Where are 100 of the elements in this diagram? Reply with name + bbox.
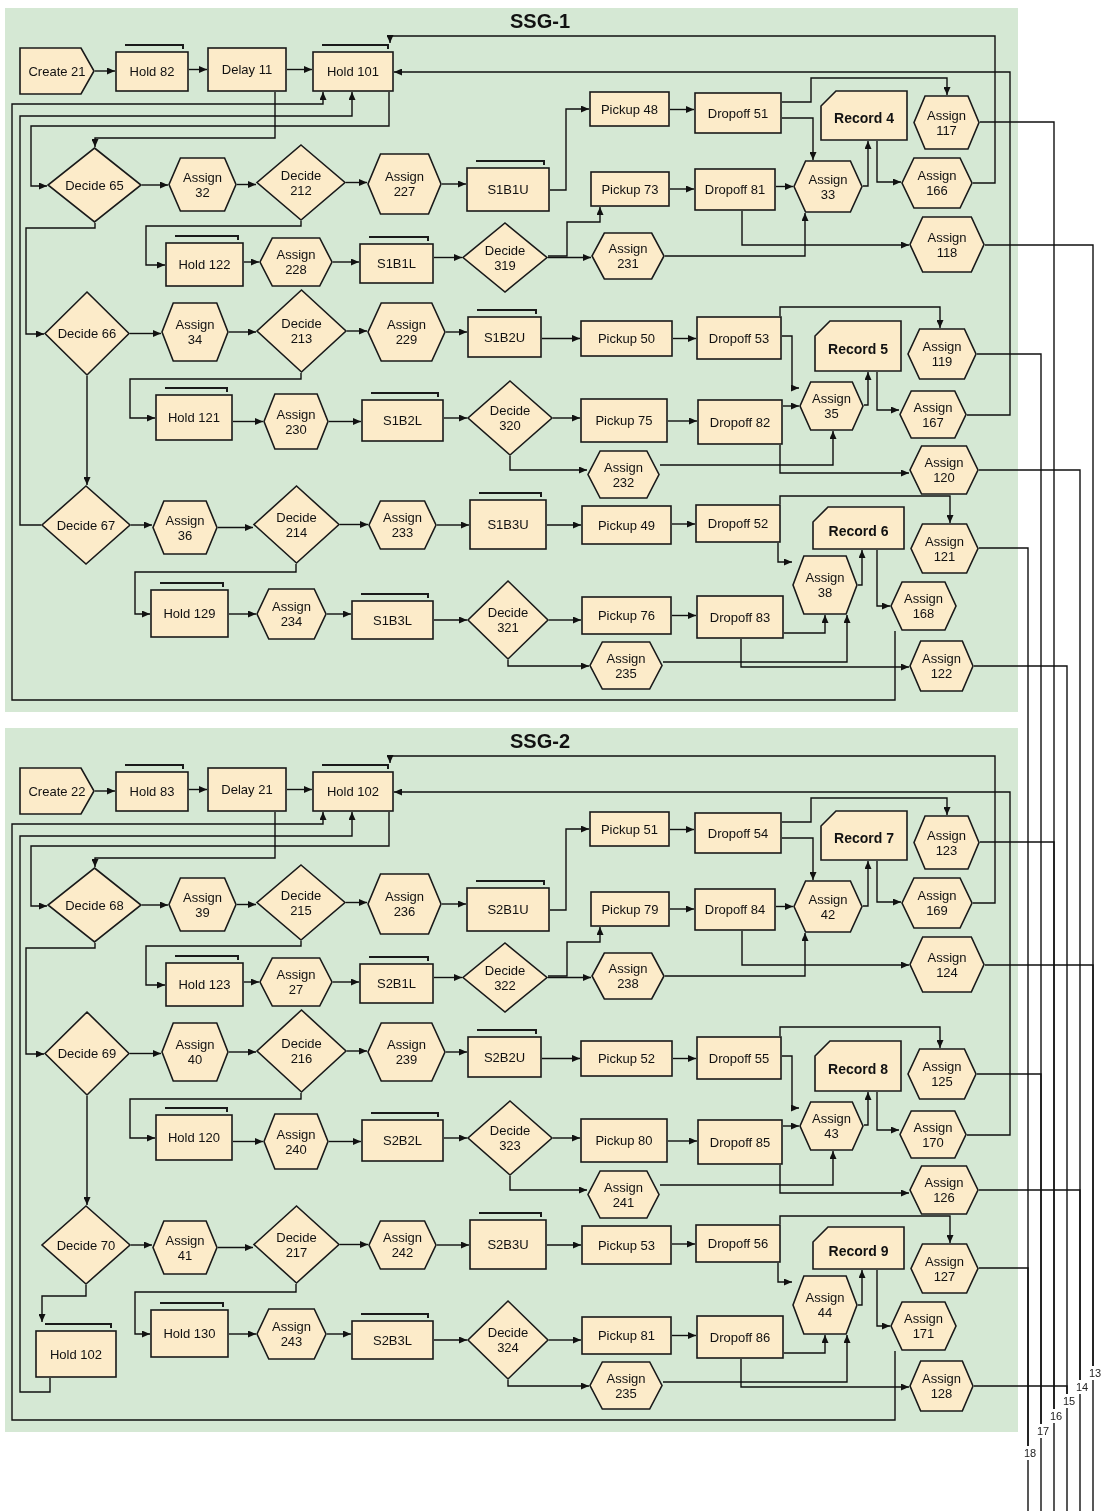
arrow <box>393 788 1011 1136</box>
arrow <box>130 1241 153 1249</box>
assign-hexagon: Assign 124 <box>909 936 985 993</box>
arrow <box>441 900 467 908</box>
arrow <box>134 1283 297 1338</box>
arrow <box>19 811 356 1393</box>
assign-hexagon: Assign 36 <box>152 500 218 555</box>
arrow <box>346 1047 368 1055</box>
process-box: Dropoff 85 <box>697 1119 783 1165</box>
arrow <box>346 327 368 335</box>
arrow <box>863 1091 872 1126</box>
assign-hexagon: Assign 35 <box>799 381 864 431</box>
connector-number: 14 <box>1073 1380 1087 1394</box>
connector-line <box>984 964 1094 1367</box>
decision-diamond: Decide 65 <box>47 147 142 223</box>
decision-diamond: Decide 324 <box>467 1300 549 1380</box>
connector-number: 16 <box>1047 1409 1061 1423</box>
arrow <box>130 521 153 529</box>
process-box: Dropoff 86 <box>696 1315 784 1359</box>
connector-line <box>1066 1407 1068 1511</box>
arrow <box>541 1055 581 1062</box>
arrow <box>228 1330 257 1338</box>
arrow <box>783 614 829 634</box>
assign-hexagon: Assign 169 <box>901 877 973 929</box>
arrow <box>781 837 817 881</box>
assign-hexagon: Assign 231 <box>591 232 665 280</box>
arrow <box>862 860 872 907</box>
arrow <box>129 1092 302 1142</box>
assign-hexagon: Assign 240 <box>263 1113 329 1170</box>
arrow <box>328 418 362 425</box>
assign-hexagon: Assign 239 <box>367 1022 446 1082</box>
arrow <box>145 940 302 989</box>
assign-hexagon: Assign 117 <box>913 95 980 150</box>
arrow <box>445 1048 468 1056</box>
arrow <box>38 1284 87 1323</box>
arrow <box>326 1330 352 1338</box>
process-box: Pickup 75 <box>580 398 668 443</box>
arrow <box>332 978 360 986</box>
arrow <box>507 1379 590 1390</box>
arrow <box>669 106 695 113</box>
arrow <box>386 35 996 184</box>
arrow <box>876 1091 900 1134</box>
arrow <box>779 1215 954 1244</box>
process-box: Dropoff 53 <box>696 316 782 360</box>
arrow <box>863 371 872 406</box>
arrow <box>509 455 588 474</box>
arrow <box>328 1138 362 1145</box>
arrow <box>775 903 794 910</box>
assign-hexagon: Assign 122 <box>909 640 974 692</box>
arrow <box>228 1048 257 1056</box>
process-box: Pickup 79 <box>590 891 670 927</box>
connector-line <box>1040 1437 1042 1511</box>
arrow <box>243 978 260 986</box>
decision-diamond: Decide 319 <box>462 222 548 293</box>
assign-hexagon: Assign 232 <box>587 450 660 499</box>
assign-hexagon: Assign 127 <box>910 1243 979 1294</box>
assign-hexagon: Assign 118 <box>909 216 985 273</box>
arrow <box>286 786 313 793</box>
arrow <box>345 899 368 906</box>
arrow <box>857 549 866 586</box>
arrow <box>433 616 468 624</box>
arrow <box>547 206 604 257</box>
arrow <box>443 414 468 422</box>
connector-number: 18 <box>1021 1446 1035 1460</box>
arrow <box>672 335 697 342</box>
arrow <box>783 1334 829 1354</box>
arrow <box>91 91 276 148</box>
assign-hexagon: Assign 238 <box>591 952 665 1000</box>
arrow <box>445 328 468 336</box>
arrow <box>188 66 208 73</box>
arrow <box>393 68 1011 416</box>
assign-hexagon: Assign 32 <box>168 157 237 212</box>
process-box: Pickup 80 <box>580 1118 668 1163</box>
arrow <box>664 932 809 977</box>
assign-hexagon: Assign 171 <box>890 1301 957 1351</box>
assign-hexagon: Assign 236 <box>367 873 442 935</box>
arrow <box>781 117 817 161</box>
arrow <box>781 335 800 392</box>
arrow <box>386 755 996 904</box>
decision-diamond: Decide 216 <box>256 1009 347 1093</box>
arrow <box>94 787 116 795</box>
decision-diamond: Decide 66 <box>44 291 130 376</box>
arrow <box>548 616 582 624</box>
assign-hexagon: Assign 125 <box>907 1048 977 1100</box>
arrow <box>876 371 900 414</box>
arrow <box>83 1095 91 1206</box>
arrow <box>548 1336 582 1344</box>
arrow <box>339 521 369 528</box>
arrow <box>326 610 352 618</box>
assign-hexagon: Assign 230 <box>263 393 329 450</box>
assign-hexagon: Assign 229 <box>367 302 446 362</box>
arrow <box>141 901 169 909</box>
assign-hexagon: Assign 39 <box>168 877 237 932</box>
record-box: Record 9 <box>812 1226 905 1270</box>
arrow <box>129 330 162 337</box>
arrow <box>433 254 463 261</box>
decision-diamond: Decide 69 <box>44 1011 130 1096</box>
assign-hexagon: Assign 227 <box>367 153 442 215</box>
process-box: Pickup 49 <box>581 505 672 545</box>
panel-title: SSG-2 <box>510 730 571 752</box>
